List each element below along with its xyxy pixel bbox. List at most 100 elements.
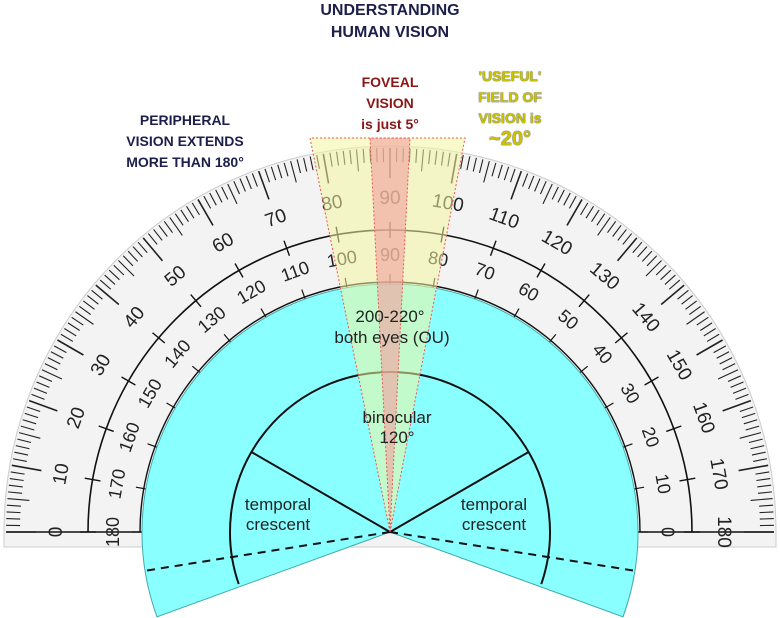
- tick-mark: [104, 274, 116, 285]
- tick-mark: [122, 255, 134, 267]
- inner-scale-label: 180: [103, 517, 123, 547]
- tick-mark: [637, 246, 648, 258]
- tick-mark: [251, 173, 258, 187]
- temporal-right-line1: temporal: [461, 495, 527, 514]
- tick-mark: [15, 445, 30, 450]
- tick-mark: [84, 477, 101, 482]
- tick-mark: [539, 180, 547, 195]
- tick-mark: [257, 170, 270, 200]
- tick-mark: [706, 333, 720, 342]
- tick-mark: [18, 432, 41, 439]
- foveal-caption: FOVEAL VISION is just 5°: [340, 72, 440, 135]
- tick-mark: [197, 199, 214, 226]
- tick-mark: [750, 445, 765, 450]
- tick-mark: [748, 438, 763, 444]
- tick-mark: [79, 305, 91, 315]
- tick-mark: [596, 213, 606, 226]
- binocular-boundary: [389, 451, 530, 533]
- tick-mark: [227, 183, 238, 205]
- temporal-left-line1: temporal: [245, 495, 311, 514]
- tick-mark: [127, 250, 139, 262]
- tick-mark: [478, 159, 484, 174]
- tick-mark: [64, 328, 77, 337]
- tick-mark: [60, 333, 74, 342]
- title-line: HUMAN VISION: [330, 24, 450, 41]
- tick-mark: [757, 484, 772, 488]
- caption-line: FIELD OF: [478, 89, 542, 105]
- caption-line: FOVEAL: [361, 74, 419, 90]
- tick-mark: [11, 464, 42, 472]
- tick-mark: [169, 217, 183, 236]
- binocular-label: binocular: [363, 408, 432, 427]
- tick-mark: [75, 311, 94, 325]
- field-labels: 200-220° both eyes (OU) binocular 120° t…: [245, 307, 527, 534]
- tick-mark: [614, 332, 628, 344]
- tick-mark: [739, 432, 762, 439]
- tick-mark: [713, 345, 727, 354]
- caption-line: VISION is: [478, 110, 542, 126]
- tick-mark: [522, 173, 529, 187]
- tick-mark: [33, 387, 48, 394]
- tick-mark: [644, 376, 659, 386]
- tick-mark: [677, 289, 689, 300]
- tick-mark: [741, 412, 756, 419]
- binocular-boundary: [250, 451, 391, 533]
- tick-mark: [489, 240, 497, 256]
- tick-mark: [147, 233, 158, 245]
- tick-mark: [191, 202, 200, 216]
- outer-scale-label: 180: [713, 516, 734, 548]
- binocular-degrees: 120°: [379, 428, 414, 447]
- tick-mark: [585, 206, 594, 219]
- tick-mark: [31, 393, 45, 400]
- tick-mark: [277, 164, 283, 179]
- tick-mark: [221, 186, 229, 200]
- inner-scale-label: 10: [651, 472, 674, 495]
- caption-line: ~20°: [489, 128, 531, 150]
- tick-mark: [466, 156, 471, 171]
- inner-scale-label: 0: [657, 527, 677, 537]
- tick-mark: [245, 175, 252, 190]
- tick-mark: [679, 477, 696, 482]
- tick-mark: [239, 178, 246, 192]
- tick-mark: [296, 159, 302, 174]
- tick-mark: [203, 195, 212, 209]
- useful-field-caption: 'USEFUL' FIELD OF VISION is ~20°: [460, 66, 560, 150]
- tick-mark: [309, 156, 314, 171]
- tick-mark: [270, 166, 277, 181]
- tick-mark: [612, 224, 622, 237]
- tick-mark: [22, 419, 37, 425]
- caption-line: 'USEFUL': [478, 68, 542, 84]
- tick-mark: [664, 274, 676, 285]
- tick-mark: [617, 229, 627, 241]
- tick-mark: [53, 345, 67, 354]
- tick-mark: [503, 166, 510, 181]
- tick-mark: [99, 279, 112, 290]
- tick-mark: [566, 199, 583, 226]
- tick-mark: [689, 305, 701, 315]
- tick-mark: [283, 162, 289, 177]
- tick-mark: [759, 511, 774, 514]
- tick-mark: [753, 458, 768, 462]
- tick-mark: [510, 170, 523, 200]
- tick-mark: [137, 241, 148, 254]
- tick-mark: [703, 328, 716, 337]
- tick-mark: [607, 221, 617, 233]
- tick-mark: [755, 471, 770, 475]
- page-title: UNDERSTANDING HUMAN VISION: [290, 0, 490, 44]
- temporal-left-line2: crescent: [246, 515, 311, 534]
- tick-mark: [727, 375, 742, 383]
- tick-mark: [743, 419, 758, 425]
- tick-mark: [152, 332, 166, 344]
- tick-mark: [234, 263, 244, 278]
- both-eyes-range: 200-220°: [355, 307, 424, 326]
- tick-mark: [716, 351, 730, 359]
- tick-mark: [38, 375, 53, 383]
- tick-mark: [668, 279, 681, 290]
- tick-mark: [735, 393, 749, 400]
- tick-mark: [738, 464, 769, 472]
- caption-line: VISION EXTENDS: [126, 133, 244, 149]
- tick-mark: [26, 406, 41, 413]
- tick-mark: [180, 209, 189, 222]
- both-eyes-label: both eyes (OU): [334, 328, 449, 347]
- tick-mark: [641, 250, 653, 262]
